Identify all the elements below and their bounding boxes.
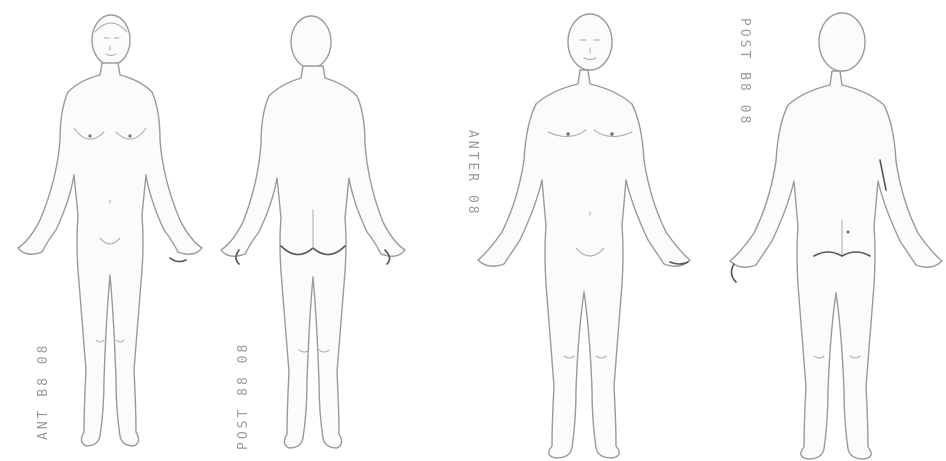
male-anterior-label: ANTER 08 (465, 130, 480, 217)
female-anterior-label: ANT B8 08 (36, 343, 51, 440)
male-posterior-label: POST B8 08 (737, 18, 752, 126)
female-anterior-figure (0, 0, 215, 461)
female-posterior-label: POST 88 08 (236, 342, 251, 450)
male-anterior-figure (470, 0, 710, 461)
